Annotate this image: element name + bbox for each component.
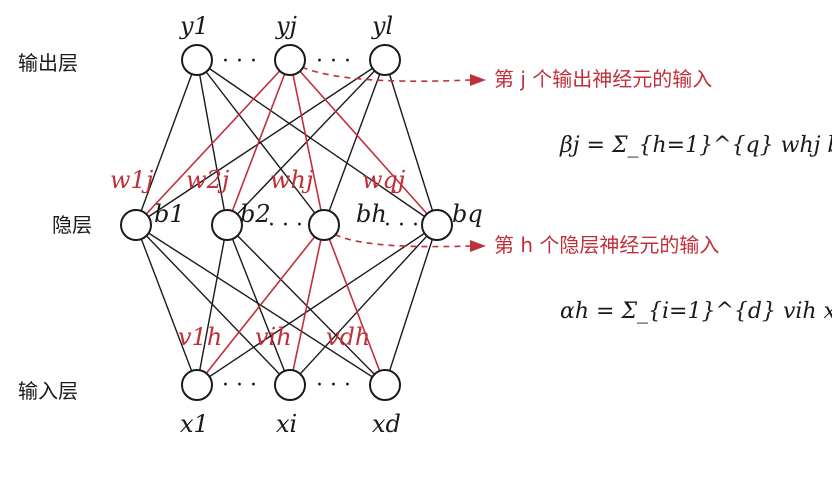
input-layer-label: 输入层	[18, 379, 78, 403]
output-ellipsis-1: · · ·	[222, 49, 257, 74]
label-bh: bh	[356, 200, 387, 228]
hidden-output-edges	[135, 59, 438, 226]
node-yl	[369, 44, 401, 76]
node-yj	[274, 44, 306, 76]
label-b1: b1	[154, 200, 185, 228]
node-b2	[211, 209, 243, 241]
hidden-layer-nodes	[120, 209, 453, 241]
node-b1	[120, 209, 152, 241]
node-bh	[308, 209, 340, 241]
red-edges-to-bh	[196, 224, 386, 386]
weight-wqj: wqj	[362, 166, 406, 194]
hidden-layer-label: 隐层	[52, 213, 92, 237]
beta-formula: βj = Σ_{h=1}^{q} whj bh	[559, 133, 832, 158]
input-hidden-edges	[135, 224, 438, 386]
label-xi: xi	[276, 410, 297, 438]
input-ellipsis-1: · · ·	[222, 373, 257, 398]
weight-w2j: w2j	[186, 166, 230, 194]
hidden-input-annotation: 第 h 个隐层神经元的输入	[494, 233, 719, 257]
label-y1: y1	[179, 12, 209, 40]
output-ellipsis-2: · · ·	[316, 49, 351, 74]
label-x1: x1	[180, 410, 209, 438]
weight-vdh: vdh	[326, 323, 370, 351]
output-layer-nodes	[181, 44, 401, 76]
node-bq	[421, 209, 453, 241]
alpha-formula: αh = Σ_{i=1}^{d} vih xi	[560, 299, 832, 324]
weight-w1j: w1j	[110, 166, 154, 194]
weight-v1h: v1h	[178, 323, 222, 351]
output-layer-label: 输出层	[18, 51, 78, 75]
red-edges-to-yj	[135, 59, 438, 226]
label-b2: b2	[240, 200, 271, 228]
label-yl: yl	[371, 12, 393, 40]
weight-whj: whj	[270, 166, 314, 194]
hidden-ellipsis-2: · · ·	[384, 213, 419, 238]
node-xi	[274, 369, 306, 401]
node-y1	[181, 44, 213, 76]
input-ellipsis-2: · · ·	[316, 373, 351, 398]
output-input-annotation: 第 j 个输出神经元的输入	[494, 67, 712, 91]
hidden-ellipsis-1: · · ·	[268, 213, 303, 238]
label-bq: bq	[452, 200, 483, 228]
label-yj: yj	[275, 12, 298, 40]
input-layer-nodes	[181, 369, 401, 401]
label-xd: xd	[372, 410, 401, 438]
node-x1	[181, 369, 213, 401]
node-xd	[369, 369, 401, 401]
weight-vih: vih	[255, 323, 292, 351]
